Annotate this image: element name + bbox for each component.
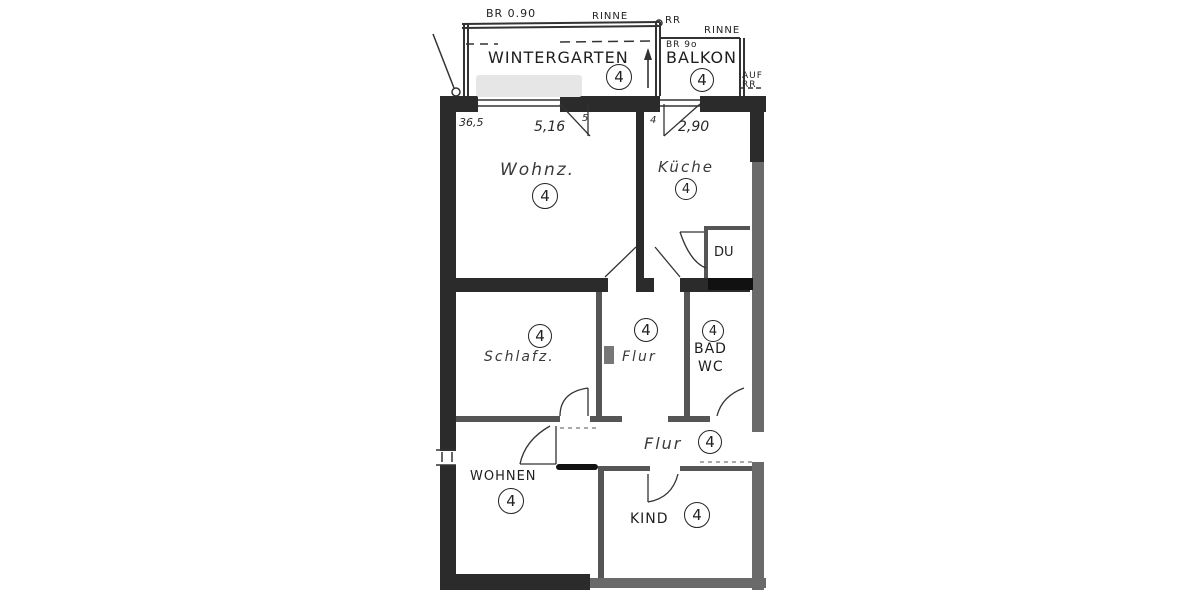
- room-label-kind: KIND: [630, 511, 669, 527]
- room-marker-schlafzimmer: 4: [528, 324, 552, 348]
- room-marker-kueche: 4: [675, 178, 697, 200]
- room-marker-flur-lower: 4: [698, 430, 722, 454]
- redacted-area: [476, 75, 582, 97]
- dimension-wall: 36,5: [459, 116, 484, 129]
- interior-walls: [456, 112, 753, 470]
- door-swings: [519, 103, 745, 503]
- right-note-1: AUF: [742, 71, 763, 81]
- room-label-wohnen: WOHNEN: [470, 469, 537, 484]
- room-marker-wintergarten: 4: [606, 64, 632, 90]
- balcony-width-note: BR 9o: [666, 40, 698, 50]
- room-marker-flur-upper: 4: [634, 318, 658, 342]
- room-label-schlafzimmer: Schlafz.: [484, 349, 555, 365]
- dashed-lines: [560, 427, 752, 463]
- exterior-walls: [440, 96, 766, 590]
- exterior-walls-light: [590, 162, 766, 590]
- room-label-wohnzimmer: Wohnz.: [500, 160, 576, 180]
- wintergarten-outline: [432, 19, 764, 97]
- room-label-flur-upper: Flur: [622, 349, 657, 365]
- room-marker-wohnen: 4: [498, 488, 524, 514]
- room-label-wc: WC: [698, 359, 724, 375]
- interior-walls-light: [456, 226, 752, 578]
- room-marker-bad-wc: 4: [702, 320, 724, 342]
- gutter-label-right: RINNE: [704, 25, 741, 36]
- room-marker-wohnzimmer: 4: [532, 183, 558, 209]
- room-label-wintergarten: WINTERGARTEN: [488, 48, 629, 67]
- room-label-flur-lower: Flur: [644, 434, 683, 453]
- room-marker-kind: 4: [684, 502, 710, 528]
- room-label-balkon: BALKON: [666, 48, 738, 67]
- room-marker-balkon: 4: [690, 68, 714, 92]
- room-label-dusche: DU: [714, 245, 734, 260]
- dimension-living-width: 5,16: [534, 119, 566, 135]
- room-label-kueche: Küche: [658, 158, 714, 176]
- room-label-bad: BAD: [694, 341, 727, 357]
- width-note: BR 0.90: [486, 7, 537, 20]
- dimension-mark-kitchen: 4: [650, 115, 657, 126]
- dimension-mark-living: 5: [582, 113, 589, 124]
- window-frames: [436, 99, 700, 466]
- right-note-2: RR: [742, 80, 757, 90]
- gutter-label-left: RINNE: [592, 11, 629, 22]
- downpipe-label: RR: [665, 15, 681, 26]
- dimension-kitchen-width: 2,90: [678, 119, 710, 135]
